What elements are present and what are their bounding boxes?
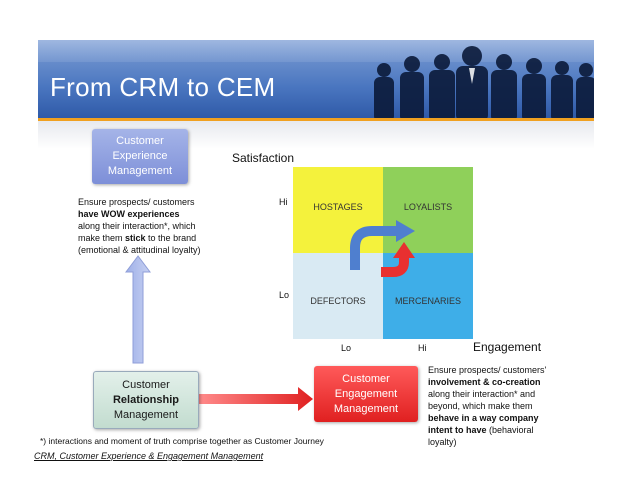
slide-caption: CRM, Customer Experience & Engagement Ma… <box>34 451 264 461</box>
quadrant-loyalists-label: LOYALISTS <box>403 202 453 212</box>
quadrant-loyalists: LOYALISTS <box>383 167 473 253</box>
slide-header: From CRM to CEM <box>38 40 594 118</box>
quadrant-mercenaries: MERCENARIES <box>383 253 473 339</box>
cxm-line2: Experience <box>112 150 168 162</box>
slide-title: From CRM to CEM <box>50 72 276 102</box>
quadrant-mercenaries-label: MERCENARIES <box>394 296 461 306</box>
experience-note-stick: stick <box>125 233 146 243</box>
cem-line2: Engagement <box>334 387 398 400</box>
customer-engagement-management-box: Customer Engagement Management <box>314 366 418 422</box>
engagement-note-line2: involvement & co-creation <box>428 376 578 388</box>
satisfaction-lo-tick: Lo <box>279 290 290 300</box>
customer-experience-management-box: Customer Experience Management <box>92 129 188 184</box>
customer-relationship-management-box: Customer Relationship Management <box>93 371 199 429</box>
experience-note-line1: Ensure prospects/ customers <box>78 197 195 207</box>
quadrant-defectors-label: DEFECTORS <box>310 296 366 306</box>
quadrant-defectors: DEFECTORS <box>293 253 383 339</box>
engagement-note-line4: beyond, which make them <box>428 401 533 411</box>
engagement-note-line7: loyalty) <box>428 437 457 447</box>
crm-line3: Management <box>113 408 179 421</box>
engagement-note-intent: intent to have <box>428 425 487 435</box>
engagement-axis-label: Engagement <box>473 340 542 354</box>
experience-note-line4-c: to the brand <box>145 233 197 243</box>
engagement-note-line5: behave in a way company <box>428 413 539 423</box>
cxm-line3: Management <box>107 165 173 177</box>
footnote: *) interactions and moment of truth comp… <box>40 436 324 446</box>
header-band <box>38 40 594 62</box>
engagement-hi-tick: Hi <box>418 343 427 353</box>
experience-note-line4: make them stick to the brand <box>78 232 238 244</box>
cem-line1: Customer <box>342 372 390 385</box>
engagement-note-cocreation: co-creation <box>492 377 541 387</box>
engagement-note-line6: intent to have (behavioral <box>428 424 578 436</box>
quadrant-hostages-label: HOSTAGES <box>313 202 363 212</box>
business-people-image <box>374 46 594 118</box>
engagement-note-involvement: involvement <box>428 377 481 387</box>
crm-line2: Relationship <box>112 393 179 406</box>
engagement-note-behavioral: (behavioral <box>486 425 534 435</box>
cxm-line1: Customer <box>116 135 164 147</box>
cem-line3: Management <box>333 402 399 415</box>
accent-bar <box>38 118 594 121</box>
satisfaction-axis-label: Satisfaction <box>232 151 295 165</box>
experience-note-line5: (emotional & attitudinal loyalty) <box>78 245 201 255</box>
engagement-lo-tick: Lo <box>341 343 352 353</box>
engagement-note: Ensure prospects/ customers' involvement… <box>428 364 578 448</box>
engagement-note-amp: & <box>480 377 493 387</box>
crm-line1: Customer <box>122 378 170 391</box>
quadrant-hostages: HOSTAGES <box>293 167 383 253</box>
engagement-note-line3: along their interaction* and <box>428 389 536 399</box>
satisfaction-hi-tick: Hi <box>279 197 288 207</box>
experience-note: Ensure prospects/ customers have WOW exp… <box>78 196 238 256</box>
experience-note-line2: have WOW experiences <box>78 209 180 219</box>
engagement-note-line1: Ensure prospects/ customers' <box>428 365 547 375</box>
experience-note-line3: along their interaction*, which <box>78 221 196 231</box>
experience-note-line4-a: make them <box>78 233 126 243</box>
